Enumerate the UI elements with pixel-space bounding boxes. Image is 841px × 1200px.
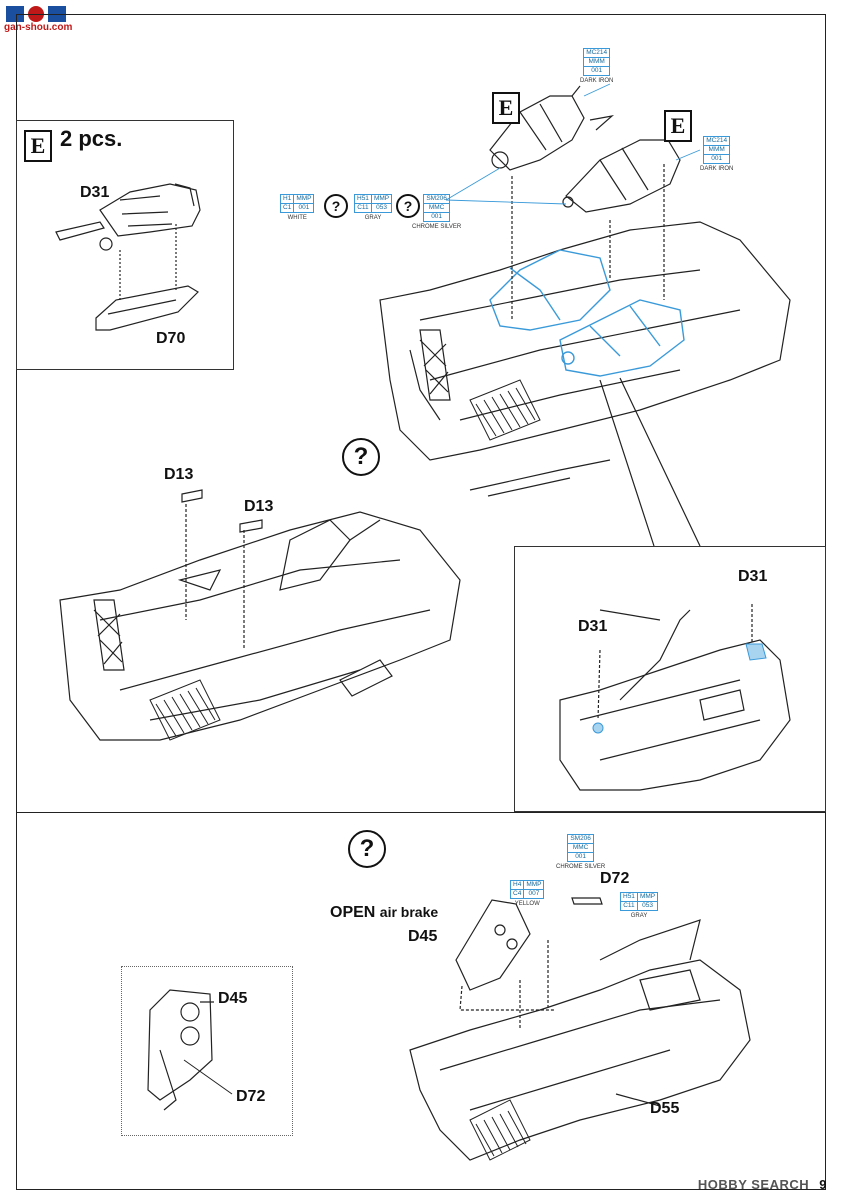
footer-brand: HOBBY SEARCH [697, 1177, 810, 1192]
step-divider [16, 812, 826, 813]
part-label-d13-left: D13 [164, 466, 194, 483]
badge-e-inset: E [24, 130, 52, 162]
inset-d31-detail [514, 546, 826, 812]
watermark-text: gan-shou.com [4, 22, 73, 33]
open-label: OPEN air brake [330, 904, 438, 922]
part-label-d45-inset: D45 [218, 990, 248, 1007]
part-label-d31-inset: D31 [80, 184, 110, 201]
inset-e-two-pieces [16, 120, 234, 370]
inset-d45-d72-detail [121, 966, 293, 1136]
part-label-d45: D45 [408, 928, 438, 945]
question-icon-chip-2: ? [396, 194, 420, 218]
part-label-d31-detail-left: D31 [578, 618, 608, 635]
open-label-suffix: air brake [379, 904, 439, 920]
part-label-d70: D70 [156, 330, 186, 347]
part-label-d13-right: D13 [244, 498, 274, 515]
open-label-strong: OPEN [330, 904, 376, 921]
part-label-d72-inset: D72 [236, 1088, 266, 1105]
page-number: 9 [819, 1177, 827, 1192]
part-label-d72: D72 [600, 870, 630, 887]
footer: HOBBY SEARCH 9 [698, 1177, 827, 1192]
question-icon-chip-1: ? [324, 194, 348, 218]
watermark-logo [4, 4, 74, 36]
qty-label: 2 pcs. [60, 126, 123, 151]
badge-e-top-right: E [664, 110, 692, 142]
part-label-d55: D55 [650, 1100, 680, 1117]
question-icon-step-middle: ? [342, 438, 380, 476]
badge-e-top-left: E [492, 92, 520, 124]
question-icon-step-bottom: ? [348, 830, 386, 868]
part-label-d31-detail-right: D31 [738, 568, 768, 585]
